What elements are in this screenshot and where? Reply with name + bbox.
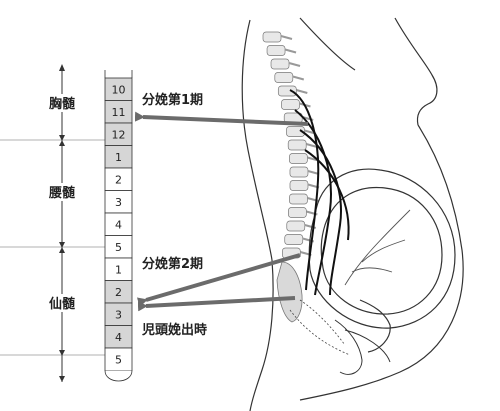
region-labels: 胸髄 腰髄 仙髄 <box>44 94 82 312</box>
segment-label: 4 <box>115 331 122 344</box>
body-outline <box>241 17 464 411</box>
region-label-sacral: 仙髄 <box>49 296 75 312</box>
vertebra <box>289 166 309 178</box>
vertebra-process <box>280 35 293 40</box>
arrows <box>134 111 309 312</box>
sacrum <box>276 261 303 323</box>
vertebra <box>281 99 300 110</box>
vertebra <box>289 180 309 191</box>
vertebra <box>274 72 294 83</box>
segment-label: 10 <box>112 83 126 96</box>
vertebra <box>289 153 308 164</box>
vertebra-process <box>288 62 301 67</box>
segment-label: 3 <box>115 308 122 321</box>
arrow-stage1 <box>134 111 309 126</box>
uterus <box>308 168 456 353</box>
nerve-pathways <box>289 89 350 296</box>
stage-label-second: 分娩第2期 <box>142 256 203 272</box>
vertebra <box>284 234 304 245</box>
vertebra <box>289 193 308 205</box>
vertebra-process <box>307 170 320 175</box>
segment-label: 4 <box>115 218 122 231</box>
vertebra-process <box>292 75 305 81</box>
segment-label: 2 <box>115 173 122 186</box>
region-separator-lines <box>0 139 105 356</box>
vertebra <box>270 58 290 70</box>
vertebra <box>288 207 307 218</box>
vertebral-column <box>262 31 320 323</box>
vertebra-process <box>296 89 308 94</box>
stage-labels: 分娩第1期 分娩第2期 児頭娩出時 <box>141 92 207 338</box>
stage-label-head-delivery: 児頭娩出時 <box>141 322 207 338</box>
segment-label: 3 <box>115 196 122 209</box>
birth-canal <box>289 299 351 356</box>
segment-label: 2 <box>115 286 122 299</box>
segment-label: 5 <box>115 353 122 366</box>
segment-label: 5 <box>115 241 122 254</box>
vertebra <box>287 139 307 151</box>
segment-label: 1 <box>115 151 122 164</box>
pelvic-floor <box>334 319 391 375</box>
segment-label: 12 <box>112 128 126 141</box>
segment-label: 11 <box>112 106 126 119</box>
stage-label-first: 分娩第1期 <box>142 92 203 108</box>
arrow-head-delivery <box>137 296 296 312</box>
region-dimension-line <box>59 64 65 382</box>
region-label-lumbar: 腰髄 <box>48 185 75 201</box>
vertebra <box>262 31 282 43</box>
region-label-thoracic: 胸髄 <box>49 96 75 112</box>
column-top-cap <box>104 70 133 78</box>
vertebra <box>286 220 306 232</box>
vertebra <box>266 45 286 56</box>
vertebra-process <box>284 48 297 54</box>
segment-label: 1 <box>115 263 122 276</box>
arrow-stage2 <box>136 253 301 308</box>
column-bottom-cap <box>104 370 133 382</box>
vertebra-process <box>305 143 318 148</box>
fetus-outline <box>344 209 411 286</box>
